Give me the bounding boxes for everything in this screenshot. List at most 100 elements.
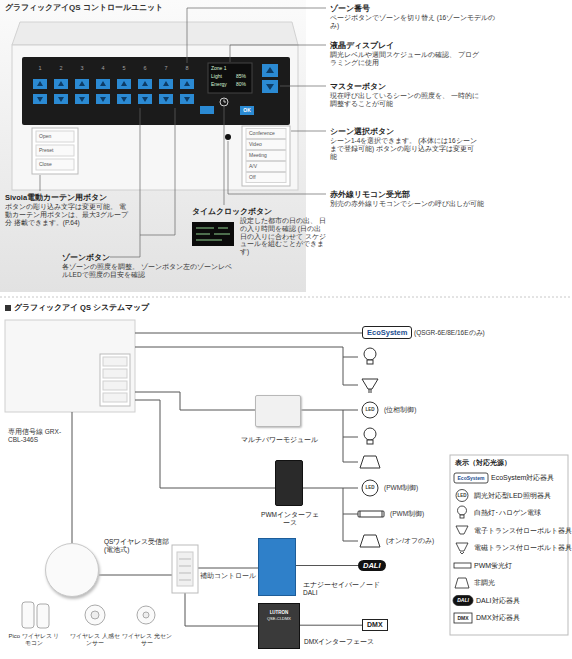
display-text: Zone 1 — [211, 65, 227, 71]
node-text: EcoSystem — [367, 328, 407, 337]
callout-title: タイムクロックボタン — [192, 207, 272, 216]
fixture-icons — [364, 348, 376, 360]
leader-lines — [187, 8, 326, 63]
control-type: (PWM制御) — [390, 510, 424, 518]
zone-buttons — [33, 79, 194, 104]
keypad — [179, 559, 191, 580]
callout-text: 別売の赤外線リモコンでシーンの呼び出しが可能 — [330, 200, 530, 208]
button-engraving: Conference — [249, 130, 275, 136]
wireless-devices — [37, 604, 49, 628]
dmx-interface: DMXインターフェース — [258, 603, 300, 649]
cable-label: 専用信号線 GRX-CBL-346S — [8, 428, 68, 444]
zone-number: 6 — [140, 65, 150, 72]
legend-box — [456, 543, 468, 551]
button-text: OK — [240, 107, 254, 113]
control-unit-photo — [0, 0, 306, 292]
legend-text: 調光対応型LED照明器具 — [474, 492, 551, 500]
keypad — [172, 545, 198, 593]
dmx-box: DMX — [362, 619, 388, 631]
legend-box — [456, 490, 468, 502]
wires — [135, 347, 358, 385]
fixture-icons — [367, 440, 373, 444]
wireless-devices — [22, 602, 34, 628]
device-marking: QSE-CI-DMX — [260, 617, 298, 622]
callout-title: シーン選択ボタン — [330, 127, 394, 136]
wireless-devices — [143, 612, 149, 618]
curtain-buttons — [36, 145, 74, 156]
control-type: (PWM制御) — [384, 484, 418, 492]
wireless-receiver: QSワイヤレス受信部 (電池式) — [45, 543, 99, 597]
wireless-devices — [91, 611, 99, 619]
zone-number: 1 — [35, 65, 45, 72]
ir-receiver — [225, 134, 231, 140]
fixture-icons — [369, 389, 371, 393]
icon-text: DMX — [454, 615, 472, 621]
callout-title: 液晶ディスプレイ — [330, 41, 394, 50]
zone-number: 4 — [98, 65, 108, 72]
node-caption: マルチパワーモジュール — [240, 436, 318, 444]
legend-box — [454, 473, 488, 483]
wires — [135, 333, 362, 334]
curtain-buttons — [36, 131, 74, 170]
callout-title: Sivoia電動カーテン用ボタン — [5, 193, 107, 202]
legend-box — [460, 552, 464, 554]
display-text: 80% — [236, 81, 246, 87]
button-engraving: Meeting — [249, 152, 267, 158]
leader-lines — [40, 8, 326, 257]
wires — [185, 593, 258, 626]
icon-text: LED — [362, 407, 378, 412]
icon-text: DALI — [453, 597, 473, 603]
device-label: ワイヤレス 光センサー — [122, 633, 172, 647]
wires — [135, 400, 358, 541]
fixture-icons — [358, 348, 384, 547]
zone-number: 2 — [56, 65, 66, 72]
fixture-icons — [362, 402, 378, 418]
legend-box — [454, 563, 471, 568]
button-engraving: Video — [249, 141, 262, 147]
main-unit — [103, 381, 127, 390]
scene-buttons — [246, 129, 286, 183]
section-bullet — [5, 305, 11, 311]
callout-text: ボタンの彫り込み文字は変更可能。 電動カーテン用ボタンは、最大3グループ分 搭載… — [5, 203, 130, 226]
photo-ground — [0, 0, 306, 292]
timeclock-screen — [192, 222, 234, 246]
timeclock-screen-lines — [196, 228, 230, 240]
legend-title: 表示（対応光源） — [455, 459, 511, 467]
leader-lines — [40, 175, 41, 191]
zone-number: 8 — [182, 65, 192, 72]
clock-icon — [220, 98, 228, 106]
button-engraving: Preset — [39, 147, 53, 153]
callout-title: ゾーン番号 — [330, 4, 370, 13]
main-unit — [103, 357, 127, 402]
node-caption: QSワイヤレス受信部 (電池式) — [104, 538, 170, 554]
button-arrows — [37, 81, 190, 102]
multi-power-module: マルチパワーモジュール — [255, 395, 301, 427]
main-unit — [103, 369, 127, 378]
wireless-devices — [85, 605, 105, 625]
wireless-devices — [137, 606, 155, 624]
main-unit — [100, 354, 130, 406]
fixture-icons — [358, 511, 384, 517]
callout-text: 調光レベルや週間スケジュールの確認、 プログラミングに使用 — [330, 51, 480, 67]
leader-lines — [140, 108, 175, 235]
display-text: Energy — [211, 81, 227, 87]
pwm-interface: PWMインターフェース — [275, 460, 303, 506]
callout-text: 各ゾーンの照度を調整。 ゾーンボタン左のゾーンレベルLEDで照度の目安を確認 — [62, 263, 232, 279]
main-unit — [103, 357, 127, 366]
zone-number: 7 — [161, 65, 171, 72]
button-engraving: A/V — [249, 163, 257, 169]
button-engraving: Off — [249, 174, 256, 180]
connector-wire — [300, 625, 362, 626]
callout-text: ページボタンでゾーンを切り替え (16ゾーンモデルのみ) — [330, 14, 500, 30]
connector-wire — [296, 565, 358, 566]
icon-text: EcoSystem — [454, 475, 488, 481]
scene-buttons — [246, 151, 286, 161]
fixture-icons — [360, 456, 380, 468]
fixture-icons — [362, 379, 378, 389]
control-type: (オン/オフのみ) — [386, 537, 434, 545]
section-title: グラフィックアイ QS システムマップ — [14, 303, 149, 312]
keypad — [177, 552, 193, 586]
device-marking: LUTRON — [260, 610, 298, 615]
button-arrows — [266, 67, 274, 90]
leader-lines — [291, 131, 326, 132]
